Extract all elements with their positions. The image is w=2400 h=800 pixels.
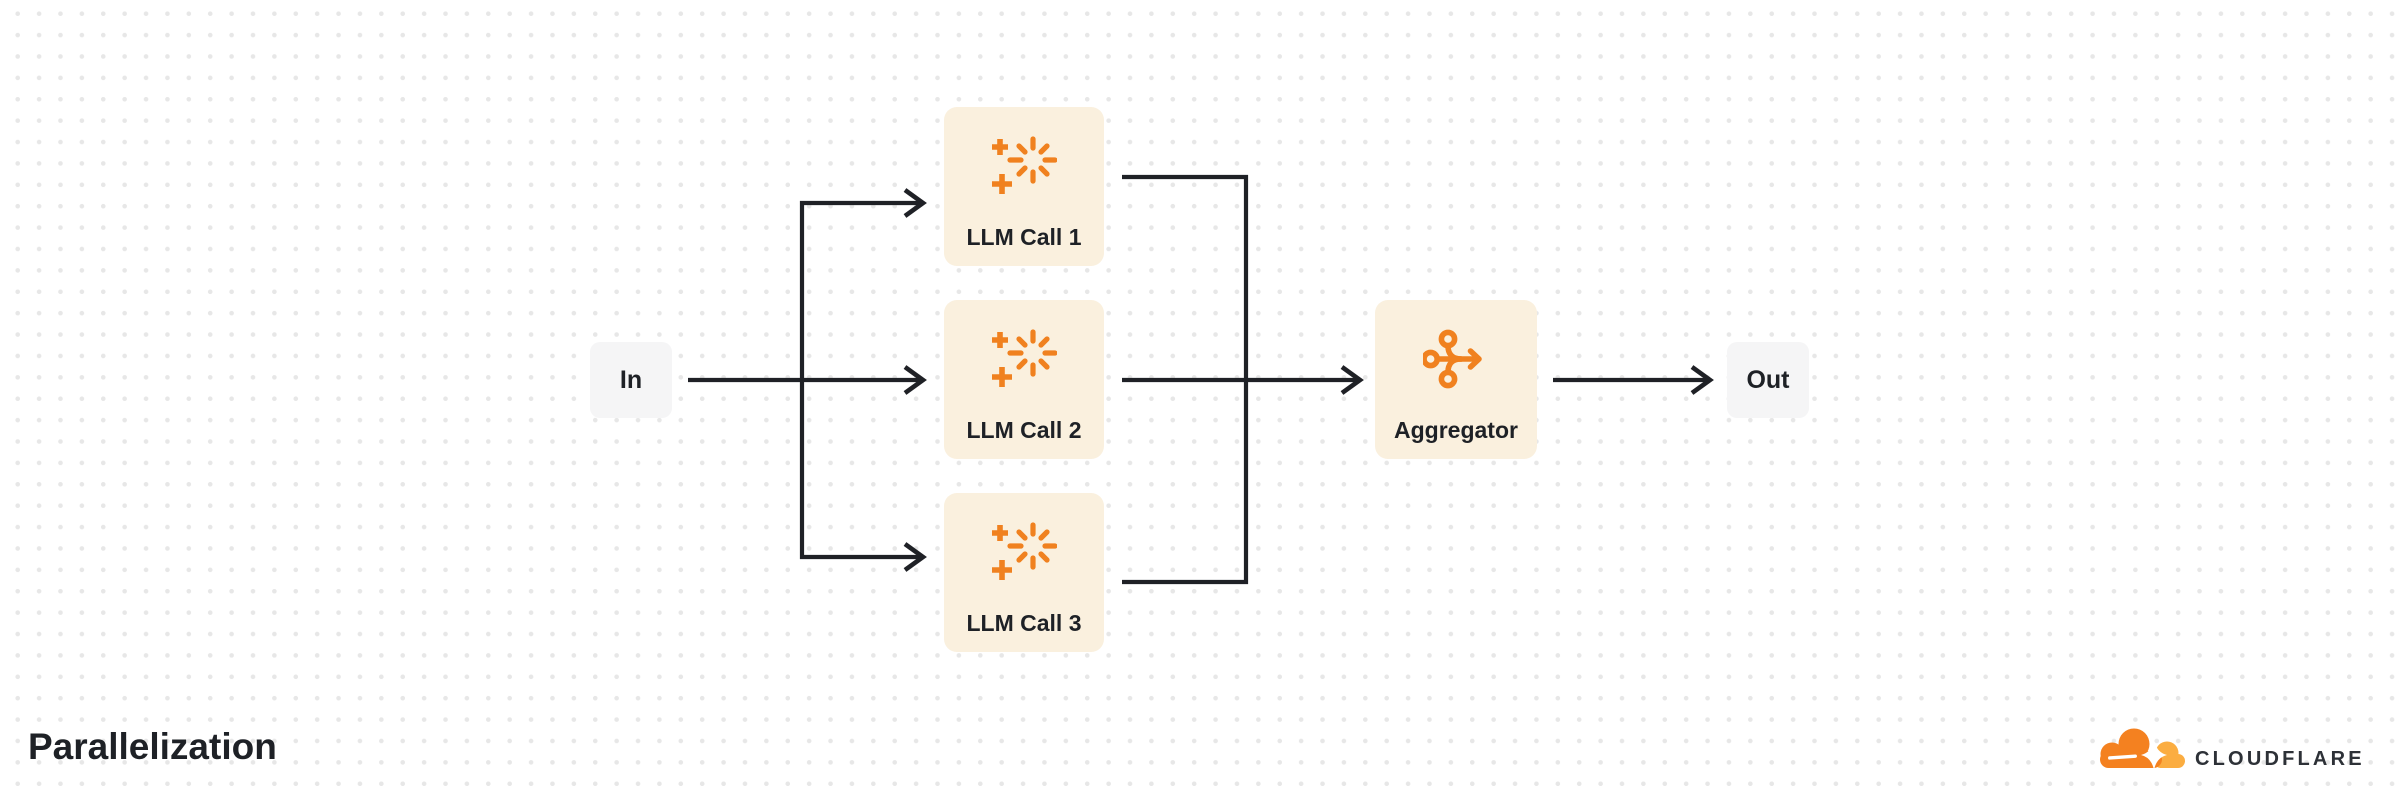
cloudflare-wordmark: CLOUDFLARE	[2195, 747, 2365, 770]
node-out-label: Out	[1746, 365, 1790, 394]
node-aggregator-label: Aggregator	[1394, 417, 1518, 443]
ai-sparkle-icon	[991, 519, 1057, 585]
node-in: In	[590, 342, 672, 418]
ai-sparkle-icon	[991, 326, 1057, 392]
node-llm-call-2-label: LLM Call 2	[966, 417, 1082, 443]
node-llm-call-3: LLM Call 3	[944, 493, 1104, 652]
diagram-title: Parallelization	[28, 726, 277, 767]
connector-split-to-llm1	[799, 200, 923, 380]
arrowhead-llm1	[903, 188, 927, 218]
node-llm-call-3-label: LLM Call 3	[966, 610, 1082, 636]
arrowhead-aggregator	[1340, 365, 1364, 395]
cloudflare-cloud-icon	[2094, 724, 2186, 779]
node-llm-call-1: LLM Call 1	[944, 107, 1104, 266]
arrowhead-llm2	[903, 365, 927, 395]
node-llm-call-2: LLM Call 2	[944, 300, 1104, 459]
cloudflare-logo: CLOUDFLARE	[2094, 726, 2365, 776]
ai-sparkle-icon	[991, 133, 1057, 199]
node-aggregator: Aggregator	[1375, 300, 1537, 459]
merge-arrow-icon	[1423, 326, 1489, 392]
connector-split-to-llm3	[799, 380, 923, 560]
arrowhead-llm3	[903, 542, 927, 572]
node-llm-call-1-label: LLM Call 1	[966, 224, 1082, 250]
node-out: Out	[1727, 342, 1809, 418]
arrowhead-out	[1690, 365, 1714, 395]
node-in-label: In	[619, 365, 643, 394]
